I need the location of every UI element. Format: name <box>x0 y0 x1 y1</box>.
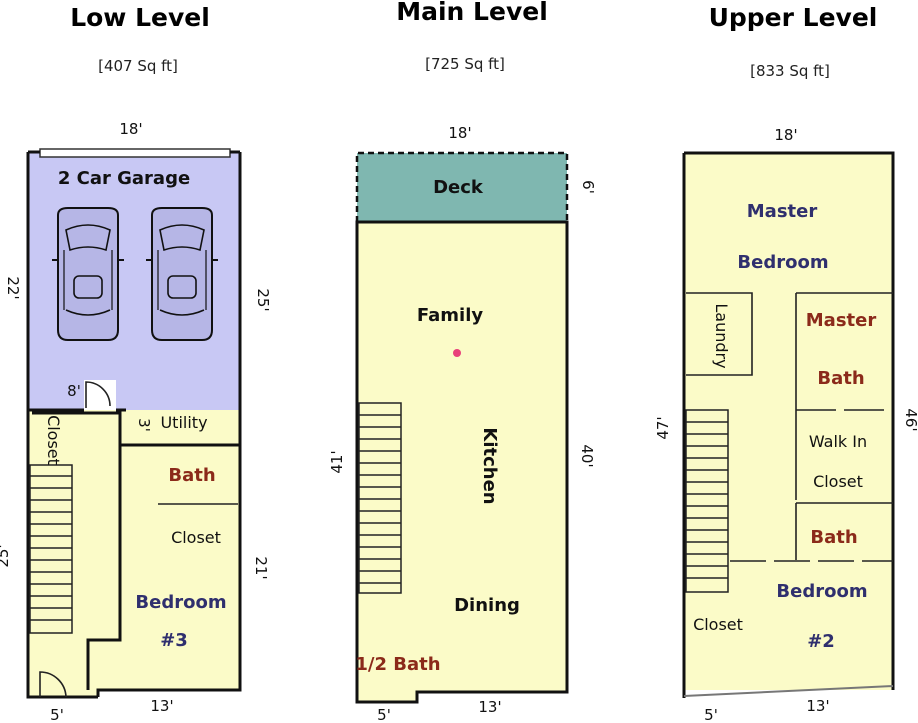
low-side-closet-label: Closet <box>44 415 63 465</box>
upper-level-area: [833 Sq ft] <box>750 62 830 80</box>
deck-area <box>357 153 567 222</box>
master-bedroom-label-2: Bedroom <box>737 252 828 273</box>
main-dim-left: 41' <box>328 450 346 473</box>
bedroom-3-number: #3 <box>160 630 188 651</box>
dining-label: Dining <box>454 595 520 616</box>
low-dim-door: 8' <box>67 382 81 400</box>
bath-walls <box>795 502 893 560</box>
upper-walls <box>682 151 895 698</box>
low-dim-top: 18' <box>119 120 142 138</box>
upper-bath-label: Bath <box>810 527 857 548</box>
half-bath-label: 1/2 Bath <box>355 654 440 675</box>
laundry-label: Laundry <box>712 303 731 368</box>
main-level-area: [725 Sq ft] <box>425 55 505 73</box>
master-bath-label-2: Bath <box>817 368 864 389</box>
upper-dim-top: 18' <box>774 126 797 144</box>
upper-level-plan: Upper Level [833 Sq ft] 18' 47' 46' 5' 1… <box>654 3 918 723</box>
upper-dim-left: 47' <box>654 416 672 439</box>
master-bath-label-1: Master <box>806 310 877 331</box>
low-stairs <box>29 464 73 634</box>
main-dim-right: 40' <box>578 444 596 467</box>
car-icon <box>52 207 124 341</box>
garage-label: 2 Car Garage <box>58 168 190 189</box>
deck-railing <box>355 151 569 222</box>
bedroom-2-number: #2 <box>807 631 835 652</box>
main-dim-top: 18' <box>448 124 471 142</box>
upper-stairs <box>685 409 729 593</box>
low-dim-left-lower: 25' <box>0 544 12 567</box>
upper-dim-bottom-right: 13' <box>806 697 829 715</box>
walkin-closet-label-2: Closet <box>813 472 863 491</box>
main-level-plan: Main Level [725 Sq ft] 18' 6' 41' 40' 5'… <box>328 0 597 723</box>
low-dim-bottom-left: 5' <box>50 706 64 723</box>
garage-bottom-wall <box>28 408 242 447</box>
upper-floor <box>684 153 893 690</box>
main-level-title: Main Level <box>396 0 548 26</box>
low-closet-label: Closet <box>171 528 221 547</box>
low-dim-utility: 3' <box>135 418 153 432</box>
location-marker <box>453 349 461 357</box>
low-level-title: Low Level <box>70 3 210 32</box>
master-bedroom-label-1: Master <box>747 201 818 222</box>
low-entry-door <box>39 671 67 698</box>
car-icon <box>146 207 218 341</box>
upper-bottom-edge <box>683 685 894 697</box>
main-floor <box>357 222 567 702</box>
main-dim-deck: 6' <box>579 180 597 194</box>
low-level-area: [407 Sq ft] <box>98 57 178 75</box>
laundry-walls <box>686 292 753 376</box>
upper-level-title: Upper Level <box>709 3 878 32</box>
low-left-wall <box>26 152 98 699</box>
master-bath-walls <box>795 292 893 500</box>
low-dim-right-upper: 25' <box>254 288 272 311</box>
upper-closet-label: Closet <box>693 615 743 634</box>
stair-partition <box>32 411 122 690</box>
bedroom-2-label: Bedroom <box>776 581 867 602</box>
utility-label: Utility <box>160 413 207 432</box>
low-level-plan: Low Level [407 Sq ft] <box>0 3 272 723</box>
low-lower-floor <box>28 410 240 697</box>
low-dim-right-lower: 21' <box>252 556 270 579</box>
bedroom-3-label: Bedroom <box>135 592 226 613</box>
low-dim-bottom-right: 13' <box>150 697 173 715</box>
utility-door-swing <box>85 381 111 408</box>
low-dim-left-upper: 22' <box>4 276 22 299</box>
upper-dim-bottom-left: 5' <box>704 706 718 723</box>
main-stairs <box>358 402 402 594</box>
main-walls <box>355 220 569 704</box>
upper-dim-right: 46' <box>902 408 918 431</box>
walkin-closet-label-1: Walk In <box>809 432 867 451</box>
utility-door-gap <box>84 380 116 410</box>
main-dim-bottom-left: 5' <box>377 706 391 723</box>
main-dim-bottom-right: 13' <box>478 698 501 716</box>
kitchen-label: Kitchen <box>479 427 500 504</box>
family-label: Family <box>417 305 483 326</box>
low-bath-label: Bath <box>168 465 215 486</box>
garage-door <box>39 148 231 158</box>
deck-label: Deck <box>433 177 484 198</box>
